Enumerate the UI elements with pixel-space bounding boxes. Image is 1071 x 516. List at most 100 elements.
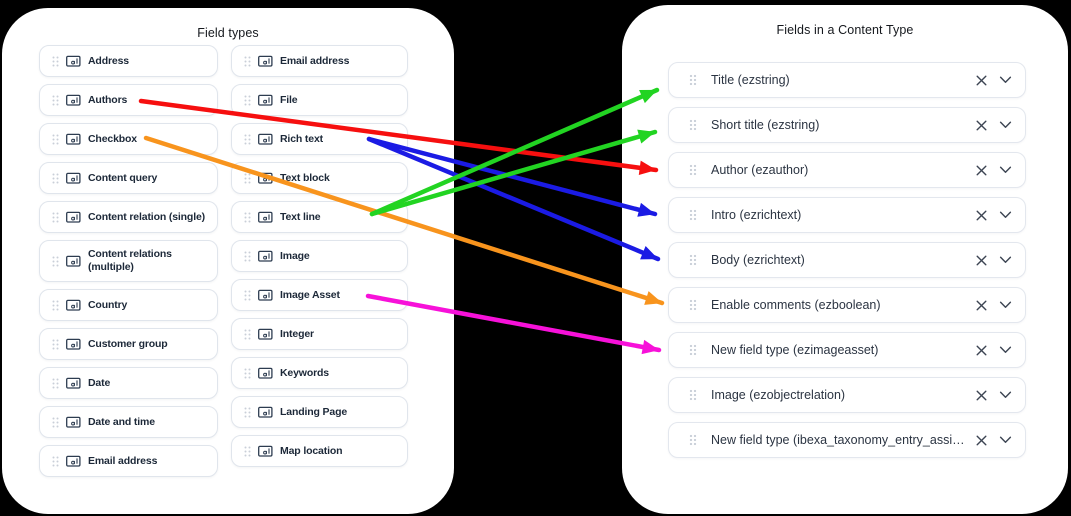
drag-handle-icon[interactable] [52, 339, 59, 350]
content-type-fields-panel: Fields in a Content Type Title (ezstring… [622, 5, 1068, 514]
field-type-card[interactable]: Content relations (multiple) [39, 240, 218, 282]
chevron-down-icon[interactable] [999, 301, 1012, 309]
field-type-card[interactable]: Rich text [231, 123, 408, 155]
field-type-card[interactable]: Content relation (single) [39, 201, 218, 233]
drag-handle-icon[interactable] [689, 164, 697, 176]
field-type-card[interactable]: Checkbox [39, 123, 218, 155]
content-type-field-row[interactable]: Short title (ezstring) [668, 107, 1026, 143]
drag-handle-icon[interactable] [689, 434, 697, 446]
field-types-panel-title: Field types [197, 26, 259, 40]
field-type-card[interactable]: Authors [39, 84, 218, 116]
field-type-label: Image [280, 249, 310, 262]
content-type-field-row[interactable]: Enable comments (ezboolean) [668, 287, 1026, 323]
content-type-field-row[interactable]: New field type (ibexa_taxonomy_entry_ass… [668, 422, 1026, 458]
field-type-card[interactable]: Content query [39, 162, 218, 194]
field-type-card[interactable]: File [231, 84, 408, 116]
chevron-down-icon[interactable] [999, 346, 1012, 354]
remove-field-icon[interactable] [975, 119, 988, 132]
drag-handle-icon[interactable] [52, 173, 59, 184]
drag-handle-icon[interactable] [689, 74, 697, 86]
drag-handle-icon[interactable] [244, 407, 251, 418]
text-field-icon [258, 211, 273, 223]
drag-handle-icon[interactable] [244, 251, 251, 262]
chevron-down-icon[interactable] [999, 436, 1012, 444]
chevron-down-icon[interactable] [999, 256, 1012, 264]
content-field-label: Image (ezobjectrelation) [711, 388, 846, 402]
field-type-label: Content relation (single) [88, 210, 206, 223]
field-type-card[interactable]: Integer [231, 318, 408, 350]
field-type-label: Keywords [280, 366, 329, 379]
content-type-field-row[interactable]: Author (ezauthor) [668, 152, 1026, 188]
field-type-card[interactable]: Landing Page [231, 396, 408, 428]
drag-handle-icon[interactable] [244, 134, 251, 145]
remove-field-icon[interactable] [975, 299, 988, 312]
drag-handle-icon[interactable] [689, 119, 697, 131]
field-type-label: Address [88, 54, 129, 67]
drag-handle-icon[interactable] [244, 173, 251, 184]
field-type-card[interactable]: Date and time [39, 406, 218, 438]
content-type-field-row[interactable]: New field type (ezimageasset) [668, 332, 1026, 368]
field-type-label: Country [88, 298, 128, 311]
drag-handle-icon[interactable] [244, 56, 251, 67]
drag-handle-icon[interactable] [244, 368, 251, 379]
drag-handle-icon[interactable] [689, 254, 697, 266]
drag-handle-icon[interactable] [244, 290, 251, 301]
field-type-card[interactable]: Country [39, 289, 218, 321]
field-type-card[interactable]: Email address [231, 45, 408, 77]
content-type-field-row[interactable]: Title (ezstring) [668, 62, 1026, 98]
drag-handle-icon[interactable] [244, 329, 251, 340]
field-type-label: Text line [280, 210, 321, 223]
drag-handle-icon[interactable] [244, 212, 251, 223]
field-type-card[interactable]: Date [39, 367, 218, 399]
content-type-field-row[interactable]: Intro (ezrichtext) [668, 197, 1026, 233]
drag-handle-icon[interactable] [52, 378, 59, 389]
chevron-down-icon[interactable] [999, 166, 1012, 174]
chevron-down-icon[interactable] [999, 76, 1012, 84]
drag-handle-icon[interactable] [52, 256, 59, 267]
drag-handle-icon[interactable] [52, 212, 59, 223]
text-field-icon [66, 255, 81, 267]
drag-handle-icon[interactable] [52, 456, 59, 467]
content-type-field-row[interactable]: Image (ezobjectrelation) [668, 377, 1026, 413]
remove-field-icon[interactable] [975, 254, 988, 267]
field-type-card[interactable]: Map location [231, 435, 408, 467]
remove-field-icon[interactable] [975, 344, 988, 357]
remove-field-icon[interactable] [975, 389, 988, 402]
drag-handle-icon[interactable] [52, 300, 59, 311]
remove-field-icon[interactable] [975, 164, 988, 177]
content-type-field-row[interactable]: Body (ezrichtext) [668, 242, 1026, 278]
chevron-down-icon[interactable] [999, 391, 1012, 399]
drag-handle-icon[interactable] [689, 389, 697, 401]
field-type-card[interactable]: Image [231, 240, 408, 272]
drag-handle-icon[interactable] [244, 95, 251, 106]
field-type-label: Content query [88, 171, 158, 184]
chevron-down-icon[interactable] [999, 211, 1012, 219]
field-type-card[interactable]: Image Asset [231, 279, 408, 311]
field-type-card[interactable]: Text line [231, 201, 408, 233]
field-type-card[interactable]: Customer group [39, 328, 218, 360]
remove-field-icon[interactable] [975, 434, 988, 447]
drag-handle-icon[interactable] [52, 56, 59, 67]
drag-handle-icon[interactable] [689, 344, 697, 356]
field-type-label: Landing Page [280, 405, 348, 418]
drag-handle-icon[interactable] [52, 417, 59, 428]
field-type-label: Rich text [280, 132, 323, 145]
drag-handle-icon[interactable] [244, 446, 251, 457]
field-type-card[interactable]: Email address [39, 445, 218, 477]
drag-handle-icon[interactable] [52, 95, 59, 106]
drag-handle-icon[interactable] [689, 209, 697, 221]
text-field-icon [66, 416, 81, 428]
field-type-card[interactable]: Text block [231, 162, 408, 194]
field-type-label: Text block [280, 171, 330, 184]
remove-field-icon[interactable] [975, 74, 988, 87]
drag-handle-icon[interactable] [689, 299, 697, 311]
field-type-label: Customer group [88, 337, 168, 350]
content-field-label: Body (ezrichtext) [711, 253, 805, 267]
field-type-card[interactable]: Keywords [231, 357, 408, 389]
field-type-card[interactable]: Address [39, 45, 218, 77]
chevron-down-icon[interactable] [999, 121, 1012, 129]
content-type-field-list: Title (ezstring) Short title (ezstring) [668, 62, 1026, 458]
field-type-label: Content relations (multiple) [88, 248, 172, 273]
remove-field-icon[interactable] [975, 209, 988, 222]
drag-handle-icon[interactable] [52, 134, 59, 145]
